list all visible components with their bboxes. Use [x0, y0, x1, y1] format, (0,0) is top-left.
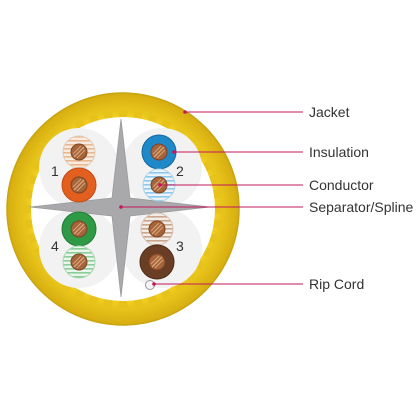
- jacket-tooth: [147, 113, 158, 123]
- pair-number-2: 2: [176, 163, 184, 179]
- jacket-tooth: [133, 299, 143, 308]
- wire-white-brown: [140, 212, 174, 246]
- jacket-tooth: [203, 160, 214, 171]
- wire-white-orange: [62, 135, 96, 169]
- jacket-tooth: [24, 189, 33, 199]
- jacket-tooth: [27, 233, 37, 244]
- jacket-tooth: [209, 233, 219, 244]
- jacket-tooth: [74, 118, 85, 129]
- jacket-tooth: [118, 110, 128, 118]
- jacket-tooth: [195, 259, 206, 271]
- jacket-tooth: [213, 219, 222, 229]
- pair-4: [61, 211, 97, 279]
- jacket-tooth: [24, 204, 32, 214]
- wire-orange: [61, 167, 97, 203]
- jacket-tooth: [103, 299, 113, 308]
- pair-1: [61, 135, 97, 203]
- jacket-tooth: [118, 300, 128, 308]
- jacket-tooth: [213, 189, 222, 199]
- wire-white-green: [62, 245, 96, 279]
- pair-number-3: 3: [176, 238, 184, 254]
- callout-lines: [121, 111, 303, 285]
- jacket-tooth: [214, 204, 222, 214]
- wire-green: [61, 211, 97, 247]
- wire-brown: [139, 244, 175, 280]
- pair-number-4: 4: [51, 238, 59, 254]
- jacket-tooth: [161, 289, 172, 300]
- jacket-tooth: [88, 295, 99, 305]
- pair-3: [139, 212, 175, 280]
- label-jacket: Jacket: [309, 104, 350, 120]
- jacket-tooth: [209, 174, 219, 185]
- jacket-tooth: [203, 247, 214, 258]
- jacket-tooth: [103, 110, 113, 119]
- label-rip-cord: Rip Cord: [309, 276, 365, 292]
- callout-dots: [119, 110, 187, 286]
- jacket-tooth: [147, 295, 158, 305]
- jacket-tooth: [27, 174, 37, 185]
- jacket-tooth: [88, 113, 99, 123]
- jacket-tooth: [133, 110, 143, 119]
- jacket-tooth: [161, 118, 172, 129]
- label-conductor: Conductor: [309, 177, 374, 193]
- wire-blue: [141, 134, 177, 170]
- pair-number-1: 1: [51, 163, 59, 179]
- jacket-tooth: [185, 271, 196, 282]
- jacket-tooth: [74, 289, 85, 300]
- label-separator-spline: Separator/Spline: [309, 199, 414, 215]
- label-insulation: Insulation: [309, 144, 369, 160]
- jacket-tooth: [24, 219, 33, 229]
